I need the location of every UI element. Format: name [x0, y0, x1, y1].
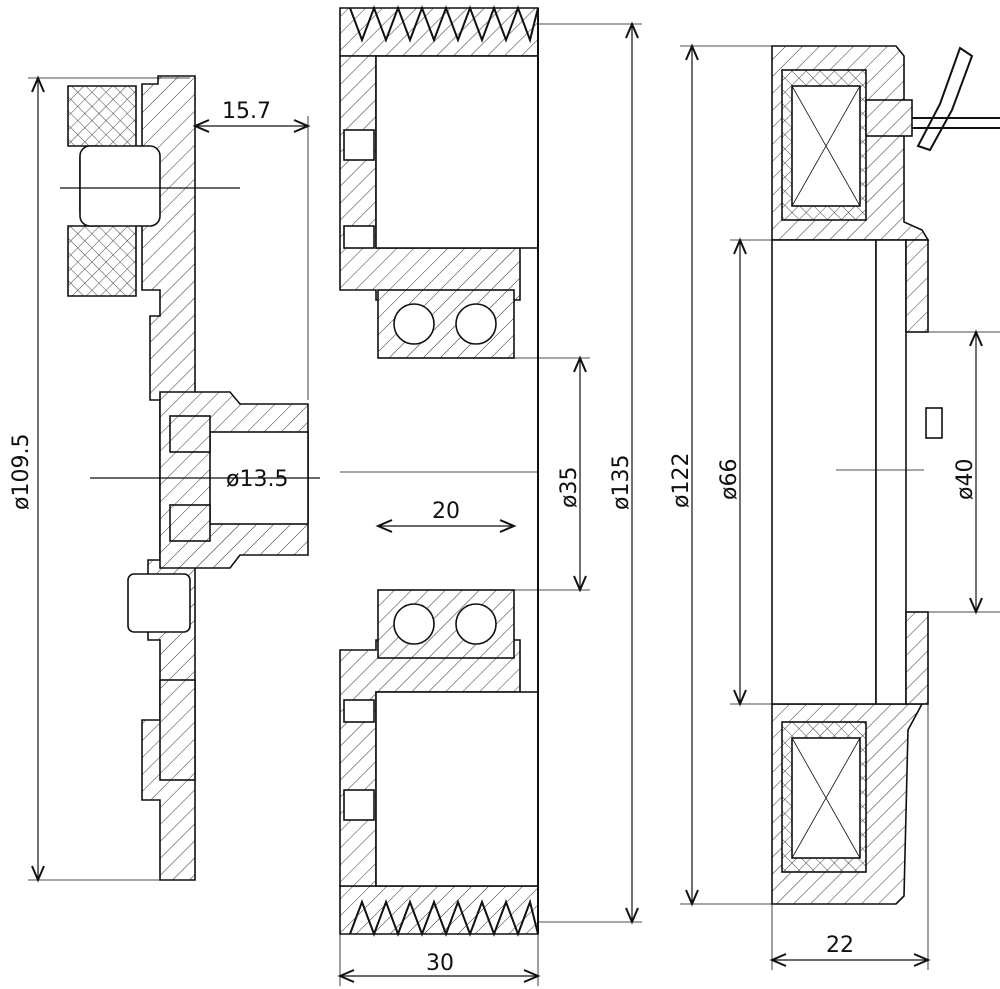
groove-teeth-bottom	[349, 898, 539, 937]
arrow-coil-width-left	[769, 953, 787, 967]
wire-bracket	[916, 46, 974, 152]
dim-plate-diameter: ø109.5	[9, 434, 34, 510]
coil-view: ø122 ø66 ø40 22	[669, 43, 1000, 970]
arrow-coil-inner-top	[733, 237, 747, 255]
plate-lower-segment	[159, 679, 196, 781]
dim-plate-offset: 15.7	[222, 99, 271, 124]
damper-rivet-hole	[79, 145, 161, 227]
pulley-rivet-2	[343, 225, 375, 249]
arrow-coil-outer-bottom	[685, 889, 699, 907]
arrow-coil-mount-top	[969, 329, 983, 347]
arrow-bearing-left	[375, 519, 393, 533]
bearing-ball-1	[393, 303, 435, 345]
arrow-top	[31, 75, 45, 93]
arrow-coil-mount-bottom	[969, 597, 983, 615]
arrow-coil-width-right	[913, 953, 931, 967]
dim-bearing-bore: ø35	[557, 467, 582, 508]
arrow-coil-inner-bottom	[733, 689, 747, 707]
coil-inner-body	[771, 239, 877, 705]
pulley-rim-cavity-top	[375, 55, 539, 249]
dim-hub-bore: ø13.5	[226, 467, 288, 492]
dim-coil-width: 22	[826, 933, 854, 958]
hub-spline-top	[169, 415, 211, 453]
pulley-rivet-1	[343, 129, 375, 161]
arrow-bottom	[31, 865, 45, 883]
bearing-ball-3	[393, 603, 435, 645]
arrow-bearing-right	[499, 519, 517, 533]
pulley-rivet-4	[343, 789, 375, 821]
wire-connector	[865, 99, 913, 137]
bearing-ball-2	[455, 303, 497, 345]
dim-pulley-diameter: ø135	[609, 455, 634, 510]
dim-coil-inner: ø66	[717, 459, 742, 500]
coil-x-2	[791, 85, 861, 207]
coil-flange	[875, 239, 907, 705]
groove-teeth-top	[349, 5, 539, 44]
arrow-width-left	[337, 969, 355, 983]
hub-spline-bottom	[169, 504, 211, 542]
dim-coil-mount: ø40	[953, 459, 978, 500]
arrow-width-right	[523, 969, 541, 983]
pulley-view: 20 ø35 ø135 30	[337, 5, 642, 986]
coil-pin	[925, 407, 943, 439]
dim-pulley-width: 30	[426, 951, 454, 976]
arrow-offset-left	[192, 119, 210, 133]
lower-rivet	[127, 573, 191, 633]
arrow-coil-outer-top	[685, 43, 699, 61]
arrow-pulley-bottom	[625, 907, 639, 925]
pulley-rim-cavity-bottom	[375, 691, 539, 887]
coil-x-4	[791, 737, 861, 859]
coil-flange-bottom	[905, 611, 929, 705]
bearing-ball-4	[455, 603, 497, 645]
coil-flange-top	[905, 239, 929, 333]
pulley-rivet-3	[343, 699, 375, 723]
arrow-pulley-top	[625, 21, 639, 39]
arrow-bore-bottom	[573, 575, 587, 593]
clutch-plate-view: ø109.5 15.7 ø13.5	[9, 75, 320, 883]
arrow-offset-right	[293, 119, 311, 133]
arrow-bore-top	[573, 355, 587, 373]
dim-bearing-width: 20	[432, 499, 460, 524]
dim-coil-outer: ø122	[669, 453, 694, 508]
